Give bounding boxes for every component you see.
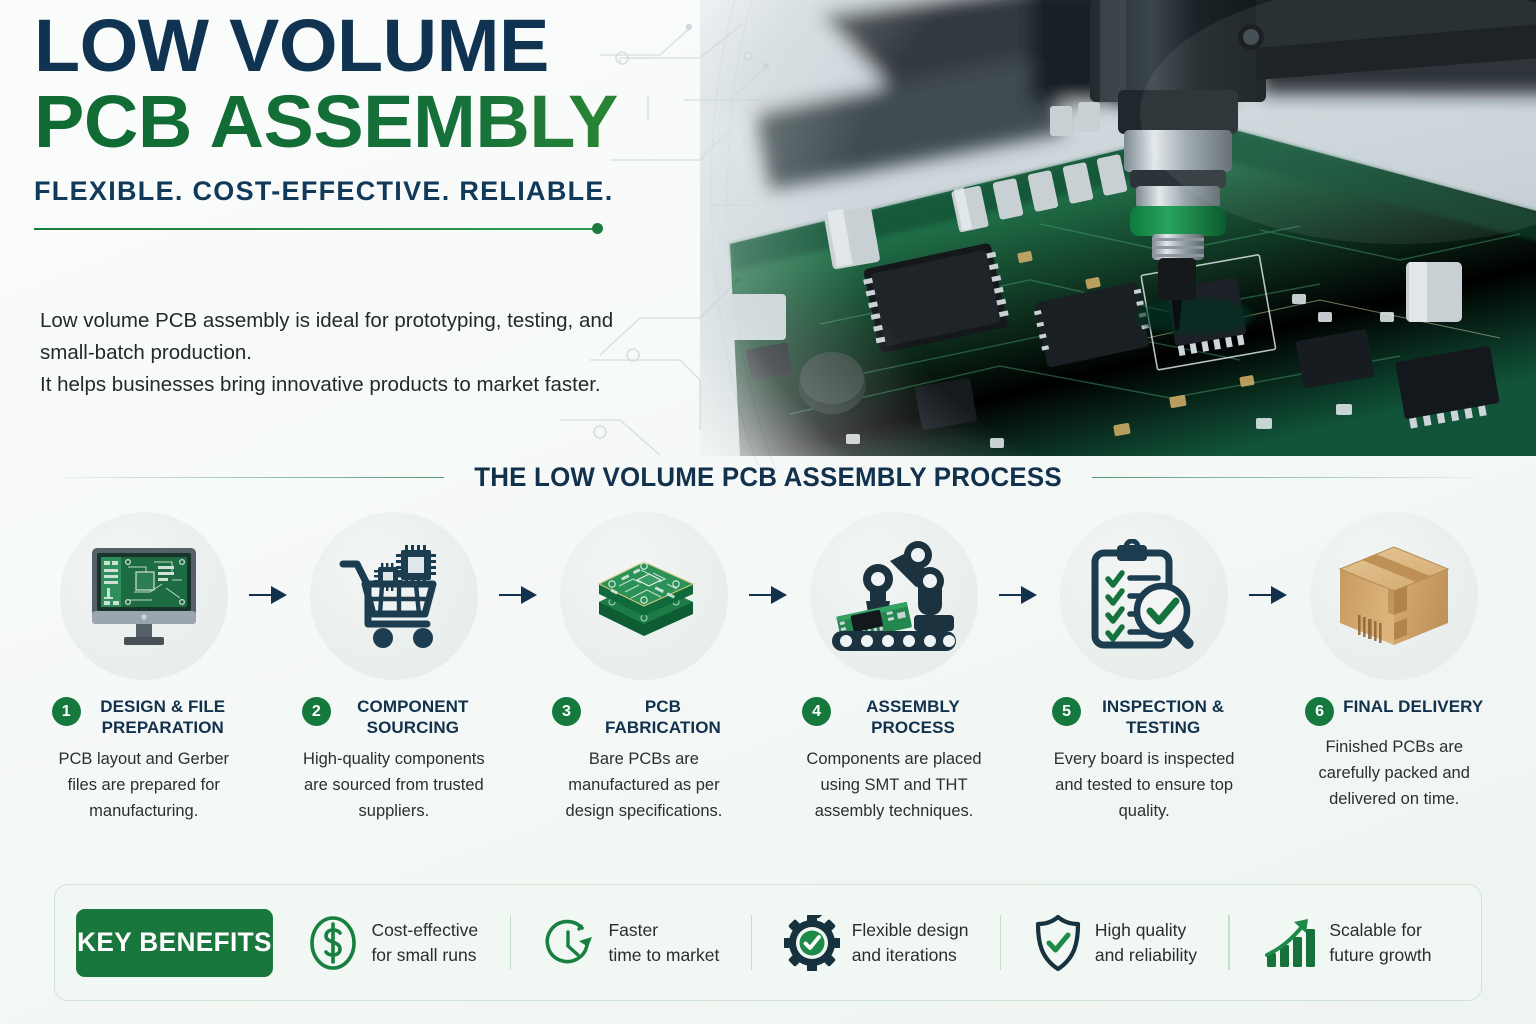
hero-body-copy: Low volume PCB assembly is ideal for pro… [40,309,614,396]
arrow-right-icon [1249,586,1288,604]
cardboard-box-icon [1338,546,1450,645]
step-4-title: ASSEMBLY PROCESS [866,697,960,737]
hero-subtitle: FLEXIBLE. COST-EFFECTIVE. RELIABLE. [34,176,614,207]
step-6-icon-circle [1310,512,1479,680]
step-1-description: PCB layout and Gerber files are prepared… [58,750,230,820]
benefit-line-2: and iterations [851,944,957,965]
step-3-number: 3 [551,697,581,726]
step-arrow-4 [994,512,1045,606]
process-step-5[interactable]: 5 INSPECTION & TESTING Every board is in… [1044,512,1244,824]
benefit-high-quality-text: High quality and reliability [1095,918,1197,968]
benefit-flexible-design-text: Flexible design and iterations [852,918,969,968]
step-2-icon-circle [309,512,478,680]
step-3-title-row: 3 PCB FABRICATION [544,696,744,738]
arrow-right-icon [748,586,787,604]
benefit-faster-time-text: Faster time to market [608,918,719,968]
step-5-title-row: 5 INSPECTION & TESTING [1044,696,1244,738]
heading-rule-right [1092,476,1477,479]
dollar-coin-icon [310,915,357,970]
step-2-title-row: 2 COMPONENT SOURCING [294,696,494,738]
step-4-description: Components are placed using SMT and THT … [806,750,982,820]
gear-check-icon [783,914,840,971]
benefit-line-1: Faster [608,919,659,940]
step-2-number: 2 [301,697,331,726]
benefit-line-2: and reliability [1094,944,1197,965]
arrow-right-icon [999,586,1038,604]
benefit-line-2: for small runs [371,944,477,965]
benefit-cost-effective-text: Cost-effective for small runs [371,918,478,968]
step-4-icon-circle [810,512,979,680]
pcb-assembly-photo [700,0,1536,456]
benefit-faster-time[interactable]: Faster time to market [521,915,740,971]
step-1-number: 1 [51,697,81,726]
step-4-title-row: 4 ASSEMBLY PROCESS [794,696,994,738]
monitor-pcb-layout-icon [91,548,196,645]
step-2-description: High-quality components are sourced from… [303,750,485,820]
process-steps: 1 DESIGN & FILE PREPARATION PCB layout a… [44,512,1494,824]
benefit-line-2: time to market [608,944,720,965]
step-3-description: Bare PCBs are manufactured as per design… [565,750,723,820]
step-5-icon-circle [1060,512,1229,680]
benefit-divider [750,915,753,970]
arrow-right-icon [248,586,287,604]
process-step-2[interactable]: 2 COMPONENT SOURCING High-quality compon… [294,512,494,824]
heading-rule-left [60,476,444,479]
step-arrow-2 [494,512,545,606]
step-1-title-row: 1 DESIGN & FILE PREPARATION [44,696,244,738]
clock-arrow-icon [545,919,593,963]
clipboard-magnifier-check-icon [1091,539,1194,649]
benefit-divider [509,915,512,970]
step-6-number: 6 [1305,697,1335,726]
process-section-heading: THE LOW VOLUME PCB ASSEMBLY PROCESS [60,462,1477,493]
benefit-high-quality[interactable]: High quality and reliability [1012,914,1218,972]
benefit-flexible-design[interactable]: Flexible design and iterations [763,914,990,971]
step-5-number: 5 [1052,697,1082,726]
arrow-right-icon [498,586,537,604]
process-step-6[interactable]: 6 FINAL DELIVERY Finished PCBs are caref… [1294,512,1494,812]
step-3-icon-circle [559,512,728,680]
benefit-scalable-text: Scalable for future growth [1329,918,1431,968]
title-line-1: LOW VOLUME [34,4,549,87]
benefit-cost-effective[interactable]: Cost-effective for small runs [286,915,499,971]
benefit-divider [1228,915,1230,970]
process-heading-text: THE LOW VOLUME PCB ASSEMBLY PROCESS [474,462,1062,492]
robotic-arm-conveyor-icon [832,541,957,651]
benefit-line-1: Flexible design [851,919,969,940]
key-benefits-bar: KEY BENEFITS Cost-effective for small ru… [54,884,1482,1001]
step-arrow-5 [1244,512,1295,606]
process-step-4[interactable]: 4 ASSEMBLY PROCESS Components are placed… [794,512,994,824]
stacked-pcb-boards-icon [597,561,695,636]
step-5-description: Every board is inspected and tested to e… [1053,750,1235,820]
benefit-divider [999,915,1002,970]
rule-dot [592,223,603,235]
hero-headline: LOW VOLUME PCB ASSEMBLY FLEXIBLE. COST-E… [34,9,764,235]
process-step-1[interactable]: 1 DESIGN & FILE PREPARATION PCB layout a… [44,512,244,824]
shield-check-icon [1035,914,1080,971]
step-6-title: FINAL DELIVERY [1343,697,1484,716]
benefit-scalable[interactable]: Scalable for future growth [1240,915,1452,971]
title-line-2: PCB ASSEMBLY [34,82,779,161]
step-4-number: 4 [802,697,832,726]
benefit-line-1: High quality [1094,919,1187,940]
hero-rule [34,223,764,235]
step-6-title-row: 6 FINAL DELIVERY [1294,696,1494,726]
step-3-title: PCB FABRICATION [604,697,721,737]
benefit-line-1: Scalable for [1329,919,1422,940]
step-5-title: INSPECTION & TESTING [1102,697,1225,737]
benefit-line-1: Cost-effective [371,919,479,940]
step-6-description: Finished PCBs are carefully packed and d… [1318,738,1470,808]
shopping-cart-chips-icon [339,545,437,648]
step-arrow-3 [744,512,795,606]
step-arrow-1 [244,512,295,606]
rule-line [34,227,594,230]
step-1-icon-circle [59,512,228,680]
process-step-3[interactable]: 3 PCB FABRICATION Bare PCBs are manufact… [544,512,744,824]
key-benefits-badge: KEY BENEFITS [76,908,273,977]
step-2-title: COMPONENT SOURCING [357,697,469,737]
step-1-title: DESIGN & FILE PREPARATION [100,697,226,737]
benefit-line-2: future growth [1329,944,1432,965]
growth-bar-chart-icon [1265,918,1316,967]
